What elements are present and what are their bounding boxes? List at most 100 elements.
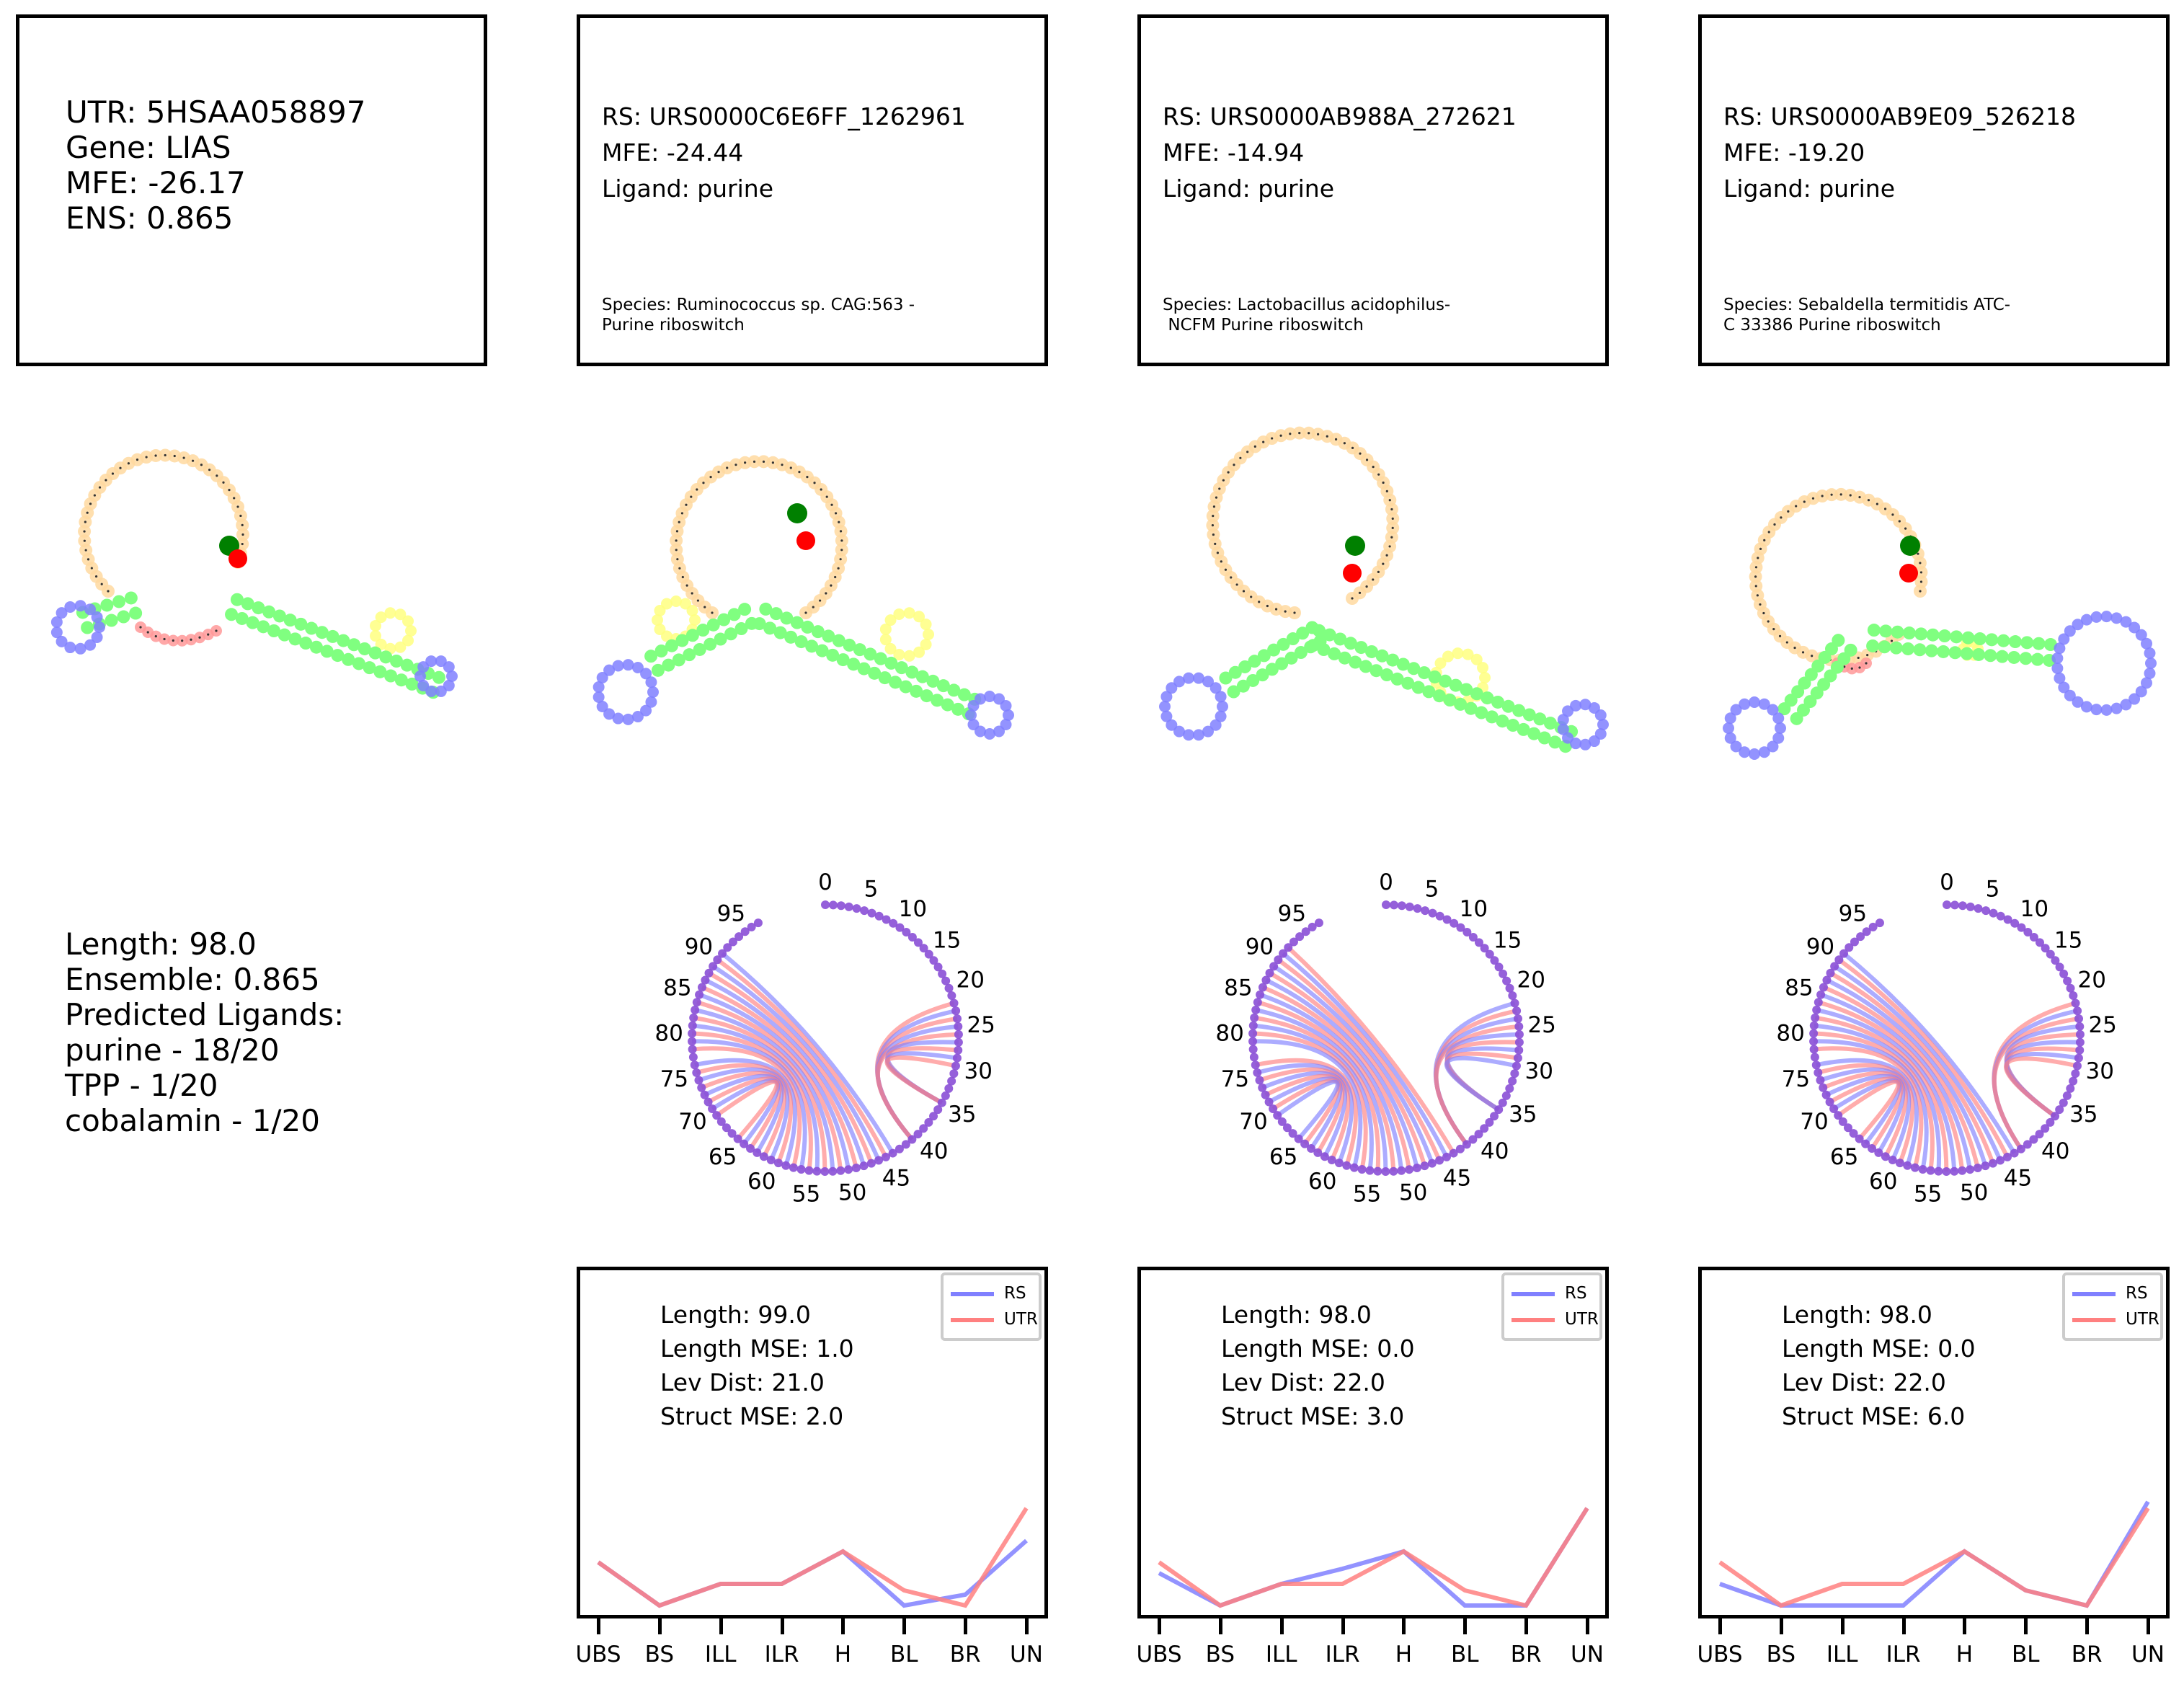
internal-loop-base-dot [172, 639, 174, 642]
rs-mfe: MFE: -14.94 [1163, 138, 1305, 167]
multiloop-base-dot [83, 539, 86, 542]
arc-tick-label: 30 [2086, 1058, 2114, 1084]
multiloop-base-dot [1258, 601, 1261, 603]
arc-base [733, 1134, 742, 1143]
x-tick-label: UN [1010, 1642, 1043, 1668]
arc-base [700, 1090, 709, 1099]
arc-base [1966, 1165, 1975, 1174]
multiloop-base-dot [164, 453, 167, 457]
arc-base [1814, 1068, 1823, 1077]
multiloop-base-dot [100, 583, 103, 585]
hairpin-loop-base [2054, 642, 2066, 655]
arc-base [1868, 1144, 1877, 1153]
arc-base [881, 1152, 890, 1161]
x-tick [1279, 1618, 1284, 1634]
multiloop-base-dot [1754, 566, 1758, 569]
multiloop-base-dot [709, 476, 712, 479]
multiloop-base-dot [1359, 452, 1362, 455]
arc-base [712, 1111, 722, 1120]
arc-chord [1261, 985, 1412, 1170]
arc-base [1289, 937, 1298, 947]
bulge-base [370, 619, 382, 632]
arc-base [718, 949, 727, 958]
arc-base [703, 1097, 713, 1107]
stem-base [651, 663, 665, 677]
stem-base [1257, 649, 1271, 663]
x-tick-label: UBS [1697, 1642, 1743, 1668]
hairpin-loop-base [2051, 663, 2064, 675]
arc-base [1822, 975, 1832, 985]
stem-base [1396, 657, 1410, 671]
stem-base [706, 618, 720, 632]
x-tick-label: BL [2012, 1642, 2040, 1668]
x-tick [597, 1618, 600, 1634]
stem-base [693, 642, 706, 656]
arc-base [938, 969, 947, 978]
arc-base [1514, 1029, 1524, 1039]
stem-base [225, 608, 239, 621]
stem-base [315, 626, 329, 639]
arc-base [1258, 983, 1267, 992]
arc-base [1435, 911, 1444, 921]
multiloop-base-dot [1390, 536, 1393, 539]
arc-base [713, 955, 722, 965]
rs-ligand: Ligand: purine [1163, 174, 1335, 203]
hairpin-loop-base [975, 693, 986, 705]
stem-base [331, 649, 345, 663]
arc-tick-label: 95 [717, 901, 745, 927]
arc-base [1284, 943, 1293, 952]
arc-chord [1818, 1000, 1965, 1172]
stem-base [294, 617, 308, 631]
arc-base [867, 908, 876, 918]
arc-chord [1434, 1024, 1519, 1146]
arc-chord [711, 964, 881, 1161]
multiloop-base-dot [771, 461, 774, 464]
multiloop-base-dot [98, 486, 102, 489]
arc-tick-label: 60 [1308, 1169, 1336, 1195]
multiloop-base-dot [216, 474, 218, 477]
arc-base [907, 1135, 917, 1144]
stem-base [936, 679, 950, 693]
multiloop-base-dot [685, 584, 688, 587]
arc-base [2010, 918, 2020, 928]
multiloop-base-dot [1763, 539, 1766, 541]
stem-base [1832, 634, 1845, 647]
arc-base [1250, 1013, 1259, 1022]
arc-base [820, 1166, 830, 1176]
stem-base [815, 644, 829, 657]
multiloop-base-dot [93, 494, 96, 497]
arc-base [1480, 1124, 1489, 1133]
stat-lev-dist: Lev Dist: 22.0 [1782, 1368, 1946, 1396]
hairpin-loop-base [1767, 704, 1779, 716]
arc-base [2066, 1084, 2075, 1093]
arc-tick-label: 60 [747, 1169, 776, 1195]
arc-base [1277, 1117, 1287, 1126]
multiloop-base-dot [1351, 446, 1354, 449]
multiloop-base-dot [806, 476, 809, 479]
stem-base [759, 602, 773, 616]
arc-tick-label: 20 [1517, 967, 1545, 993]
stem-base [305, 621, 319, 635]
stem-base [257, 620, 270, 634]
stem-base [1475, 706, 1488, 719]
hairpin-loop-base [2140, 677, 2152, 689]
arc-base [1327, 1156, 1336, 1165]
arc-base [2075, 1037, 2085, 1047]
stem-base [373, 665, 387, 678]
hairpin-loop-base [1000, 700, 1012, 712]
arc-tick-label: 70 [678, 1109, 706, 1135]
stem-base [847, 657, 861, 671]
multiloop-base-dot [1343, 442, 1346, 445]
stem-base [1995, 650, 2009, 663]
arc-base [2073, 1006, 2082, 1016]
legend-swatch-utr [1512, 1318, 1555, 1322]
arc-base [1490, 1112, 1499, 1121]
stem-base [1496, 714, 1509, 728]
arc-base [1845, 943, 1854, 952]
arc-chord [875, 1032, 959, 1141]
internal-loop-base-dot [198, 636, 201, 639]
stem-base [717, 613, 731, 626]
stem-base [826, 648, 840, 662]
stem-base [1306, 639, 1320, 652]
stem-base [665, 639, 678, 652]
